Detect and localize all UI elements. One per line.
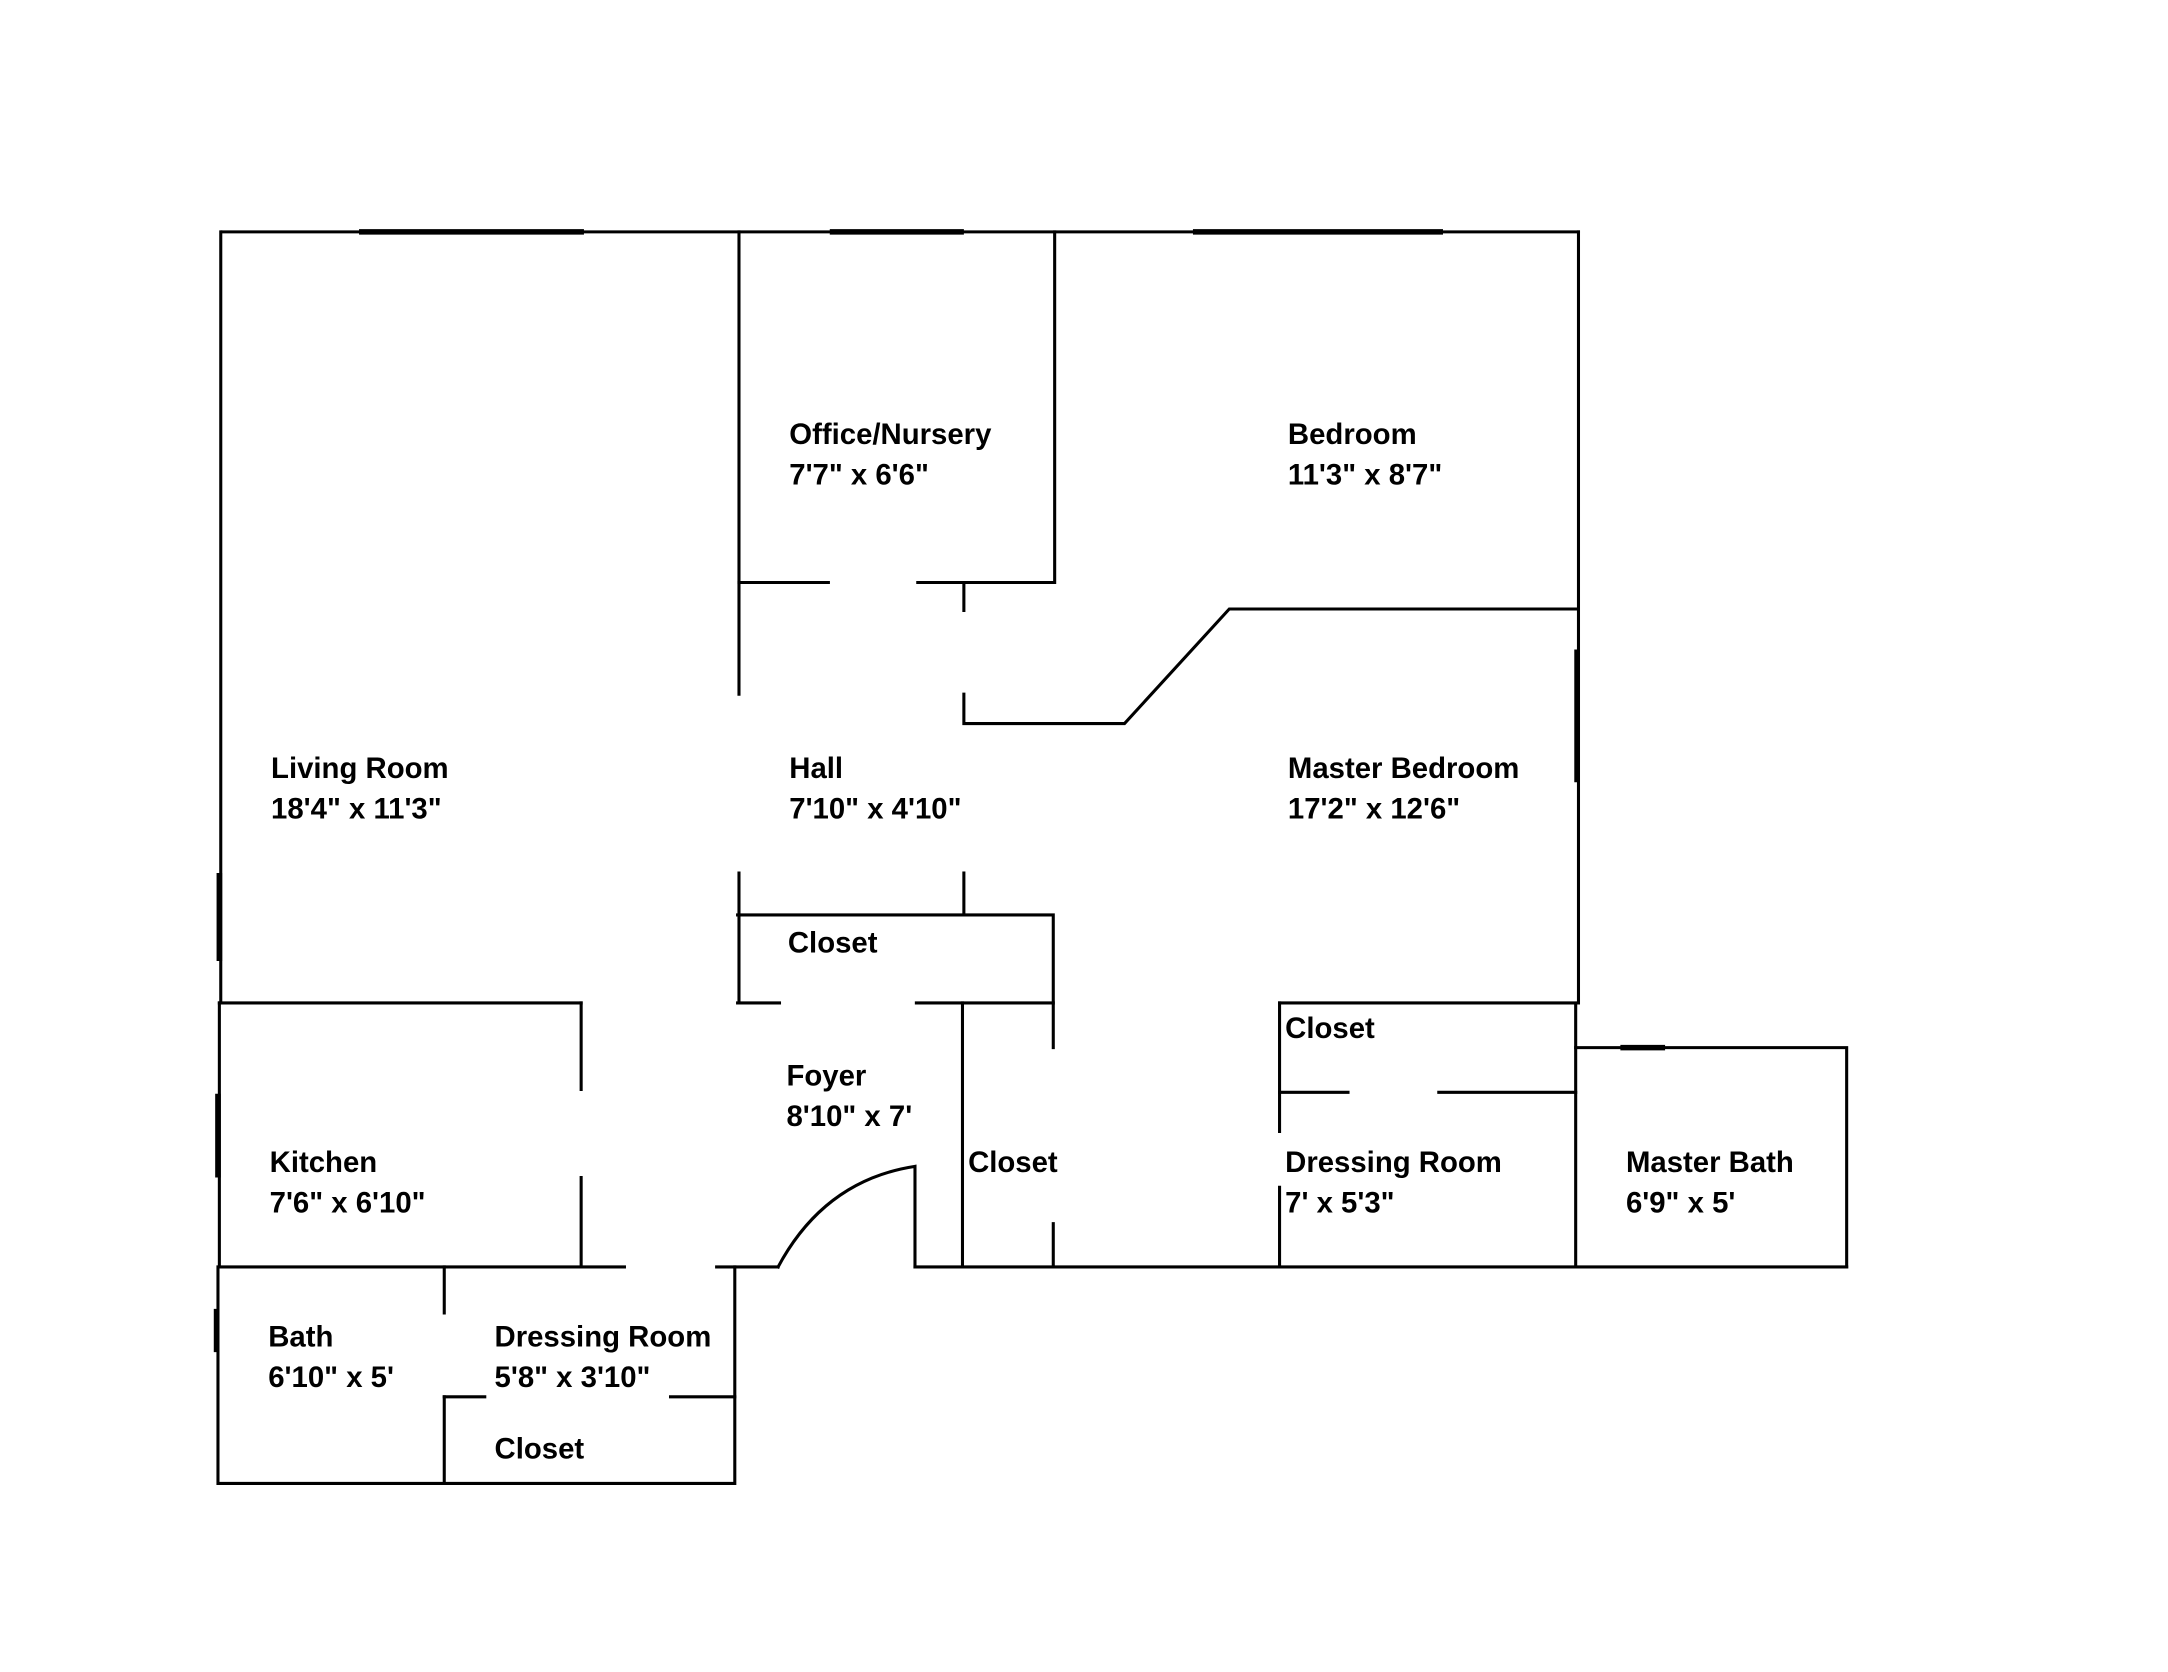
room-name: Hall: [789, 752, 843, 785]
walls: [216, 230, 1849, 1485]
room-foyer: Foyer 8'10" x 7': [786, 1059, 912, 1133]
room-name: Dressing Room: [495, 1321, 712, 1354]
room-name: Bath: [268, 1321, 333, 1354]
room-name: Closet: [788, 927, 878, 960]
room-size: 11'3" x 8'7": [1288, 459, 1442, 492]
room-name: Dressing Room: [1285, 1146, 1502, 1179]
room-size: 7' x 5'3": [1285, 1186, 1394, 1219]
room-bedroom: Bedroom 11'3" x 8'7": [1288, 418, 1442, 492]
room-name: Kitchen: [270, 1146, 378, 1179]
room-size: 6'9" x 5': [1626, 1186, 1735, 1219]
room-name: Foyer: [786, 1059, 866, 1092]
room-name: Master Bedroom: [1288, 752, 1519, 785]
room-size: 7'10" x 4'10": [789, 793, 961, 826]
room-bath: Bath 6'10" x 5': [268, 1321, 394, 1395]
windows: [213, 229, 1666, 1353]
room-master-closet: Closet: [1285, 1012, 1375, 1045]
room-size: 7'6" x 6'10": [270, 1186, 426, 1219]
room-size: 17'2" x 12'6": [1288, 793, 1460, 826]
room-name: Living Room: [271, 752, 449, 785]
room-name: Closet: [495, 1432, 585, 1465]
room-size: 6'10" x 5': [268, 1361, 394, 1394]
room-hall-closet: Closet: [788, 927, 878, 960]
room-dressing-room: Dressing Room 5'8" x 3'10": [495, 1321, 712, 1395]
room-master-bedroom: Master Bedroom 17'2" x 12'6": [1288, 752, 1519, 826]
room-name: Office/Nursery: [789, 418, 992, 451]
room-foyer-closet: Closet: [968, 1146, 1058, 1179]
room-size: 5'8" x 3'10": [495, 1361, 651, 1394]
room-hall: Hall 7'10" x 4'10": [789, 752, 961, 826]
room-size: 7'7" x 6'6": [789, 459, 929, 492]
room-kitchen: Kitchen 7'6" x 6'10": [270, 1146, 426, 1220]
room-dressing-room-master: Dressing Room 7' x 5'3": [1285, 1146, 1502, 1220]
room-name: Bedroom: [1288, 418, 1417, 451]
room-size: 8'10" x 7': [786, 1100, 912, 1133]
room-master-bath: Master Bath 6'9" x 5': [1626, 1146, 1794, 1220]
entry-door-swing: [776, 1164, 917, 1269]
room-name: Master Bath: [1626, 1146, 1794, 1179]
room-living-room: Living Room 18'4" x 11'3": [271, 752, 449, 826]
room-size: 18'4" x 11'3": [271, 793, 442, 826]
room-name: Closet: [1285, 1012, 1375, 1045]
room-name: Closet: [968, 1146, 1058, 1179]
room-office-nursery: Office/Nursery 7'7" x 6'6": [789, 418, 992, 492]
room-bath-closet: Closet: [495, 1432, 585, 1465]
